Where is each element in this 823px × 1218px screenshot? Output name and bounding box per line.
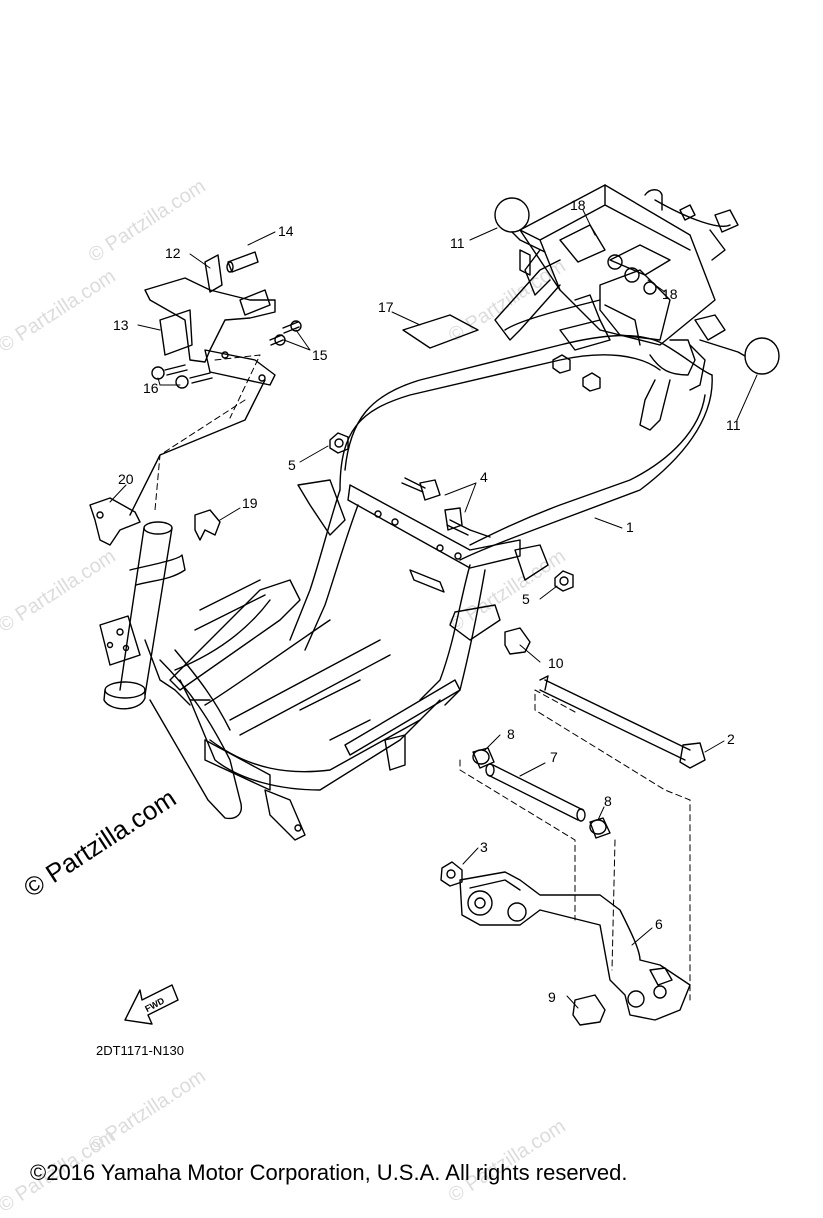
callout-5: 5 [522,591,530,607]
clip-and-bracket [89,497,221,546]
diagram-code: 2DT1171-N130 [96,1043,184,1058]
leader-lines [109,209,758,1009]
copyright-notice: ©2016 Yamaha Motor Corporation, U.S.A. A… [30,1160,628,1185]
callout-1: 1 [626,519,634,535]
callout-10: 10 [548,655,564,671]
bracket-assembly [129,251,302,516]
callout-15: 15 [312,347,328,363]
callout-3: 3 [480,839,488,855]
callout-19: 19 [242,495,258,511]
callout-20: 20 [118,471,134,487]
callout-18: 18 [662,286,678,302]
main-frame [149,334,713,841]
callout-8: 8 [507,726,515,742]
callout-4: 4 [480,469,488,485]
callout-16: 16 [143,380,159,396]
forward-arrow [124,984,179,1025]
head-pipe [99,521,191,710]
callout-17: 17 [378,299,394,315]
callout-9: 9 [548,989,556,1005]
rear-upper-bracket [494,184,739,431]
callout-13: 13 [113,317,129,333]
callout-5: 5 [288,457,296,473]
small-parts [329,197,780,1026]
engine-mount-bracket [459,871,691,1021]
callout-6: 6 [655,916,663,932]
callout-11: 11 [726,417,741,433]
callout-7: 7 [550,749,558,765]
callout-11: 11 [450,235,465,251]
callout-12: 12 [165,245,181,261]
callout-18: 18 [570,197,586,213]
assembly-guide-lines [154,354,691,1001]
callout-8: 8 [604,793,612,809]
callout-2: 2 [727,731,735,747]
callout-14: 14 [278,223,294,239]
